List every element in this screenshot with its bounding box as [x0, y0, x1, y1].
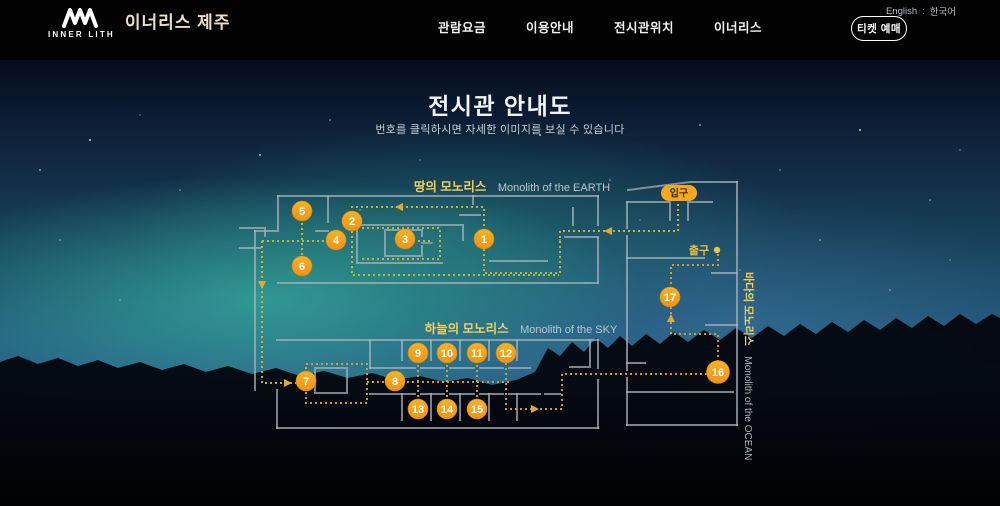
entrance-badge: 입구	[661, 185, 697, 201]
innerlith-logo-icon	[62, 8, 99, 28]
map-marker-number: 2	[349, 216, 355, 228]
tree-silhouette	[0, 314, 1000, 506]
map-marker-number: 6	[299, 261, 305, 273]
logo-text-ko: 이너리스 제주	[124, 13, 231, 32]
path-direction-arrows	[258, 203, 675, 413]
exhibition-map-section: 땅의 모노리스 Monolith of the EARTH 하늘의 모노리스 M…	[0, 60, 1000, 506]
map-marker-number: 11	[471, 348, 483, 360]
page-subtitle: 번호를 클릭하시면 자세한 이미지를 보실 수 있습니다	[375, 124, 625, 136]
map-marker-5[interactable]: 5	[291, 200, 313, 222]
logo-block: INNER LITH	[48, 7, 115, 39]
map-marker-number: 4	[333, 235, 340, 247]
star-field	[39, 114, 961, 301]
map-marker-10[interactable]: 10	[436, 342, 458, 364]
map-marker-14[interactable]: 14	[436, 398, 458, 420]
ticket-booking-button[interactable]: 티켓 예매	[851, 16, 907, 41]
map-marker-12[interactable]: 12	[495, 342, 517, 364]
map-marker-number: 14	[441, 404, 454, 416]
map-marker-4[interactable]: 4	[325, 229, 347, 251]
nav-item-location[interactable]: 전시관위치	[614, 20, 675, 35]
map-marker-17[interactable]: 17	[659, 286, 681, 308]
map-marker-number: 1	[481, 234, 487, 246]
map-marker-number: 7	[303, 376, 309, 388]
entrance-badge-label: 입구	[670, 187, 688, 200]
logo-text-en: INNER LITH	[48, 30, 115, 39]
map-marker-number: 3	[402, 234, 408, 246]
site-header: INNER LITH 이너리스 제주 관람요금 이용안내 전시관위치 이너리스 …	[0, 0, 1000, 60]
lang-english[interactable]: English	[885, 5, 918, 17]
map-marker-number: 17	[664, 292, 676, 304]
map-marker-number: 10	[441, 348, 453, 360]
map-marker-number: 8	[392, 376, 398, 388]
nav-item-about[interactable]: 이너리스	[714, 20, 763, 35]
map-marker-6[interactable]: 6	[291, 255, 313, 277]
map-marker-7[interactable]: 7	[295, 370, 317, 392]
map-marker-number: 9	[415, 348, 421, 360]
map-marker-number: 16	[712, 367, 724, 379]
zone-label-earth: 땅의 모노리스 Monolith of the EARTH	[414, 178, 610, 195]
site-logo[interactable]: INNER LITH 이너리스 제주	[48, 7, 230, 39]
lang-divider: :	[922, 5, 925, 17]
floorplan-walls	[239, 181, 738, 429]
exit-label-text: 출구	[689, 243, 709, 257]
zone-label-sky: 하늘의 모노리스 Monolith of the SKY	[425, 320, 618, 337]
map-marker-number: 5	[299, 206, 305, 218]
map-marker-9[interactable]: 9	[407, 342, 429, 364]
nav-item-guide[interactable]: 이용안내	[526, 20, 575, 35]
map-marker-8[interactable]: 8	[384, 370, 406, 392]
map-marker-1[interactable]: 1	[473, 228, 495, 250]
language-switcher: English : 한국어	[885, 4, 956, 19]
exit-dot-icon	[713, 246, 721, 254]
page-title: 전시관 안내도	[428, 93, 572, 119]
main-nav: 관람요금 이용안내 전시관위치 이너리스	[438, 0, 762, 52]
map-marker-13[interactable]: 13	[407, 398, 429, 420]
map-marker-number: 12	[500, 348, 512, 360]
floorplan-canvas: 땅의 모노리스 Monolith of the EARTH 하늘의 모노리스 M…	[0, 114, 1000, 506]
nav-item-pricing[interactable]: 관람요금	[438, 20, 487, 35]
map-marker-number: 15	[471, 404, 483, 416]
lang-korean[interactable]: 한국어	[929, 7, 956, 18]
map-marker-number: 13	[412, 404, 424, 416]
map-marker-3[interactable]: 3	[394, 228, 416, 250]
map-marker-11[interactable]: 11	[466, 342, 488, 364]
map-marker-15[interactable]: 15	[466, 398, 488, 420]
map-marker-16[interactable]: 16	[706, 360, 730, 384]
map-marker-2[interactable]: 2	[341, 210, 363, 232]
zone-label-ocean: 바다의 모노리스 Monolith of the OCEAN	[741, 272, 758, 460]
exit-label: 출구	[689, 243, 721, 257]
